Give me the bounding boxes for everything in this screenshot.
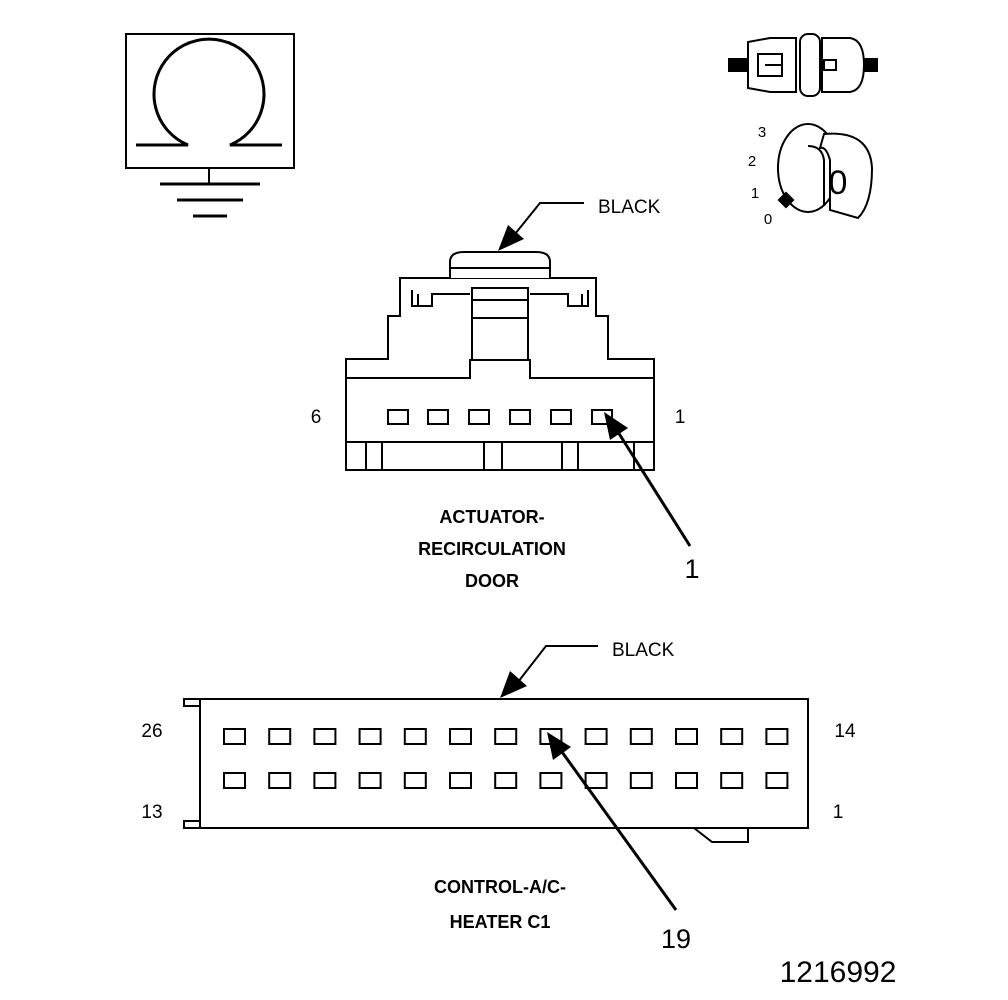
control-pin-1-label: 1: [833, 802, 844, 823]
ohmmeter-ground-icon: [125, 33, 295, 218]
control-pin: [403, 728, 427, 745]
control-pin: [675, 728, 698, 745]
figure-id: 1216992: [780, 956, 897, 989]
actuator-color-label: BLACK: [598, 197, 661, 218]
control-pin: [403, 772, 427, 789]
control-pin-14-label: 14: [834, 721, 856, 742]
control-pin: [268, 772, 292, 789]
actuator-name-line-3: DOOR: [465, 571, 519, 591]
control-pin: [268, 728, 292, 745]
control-pin: [629, 728, 653, 745]
actuator-pin: [550, 409, 572, 425]
control-pin: [629, 772, 653, 789]
control-pin: [358, 772, 382, 789]
control-callout: 19: [661, 924, 691, 954]
control-pin: [313, 728, 337, 745]
control-pin: [539, 772, 563, 789]
ignition-position-2: 2: [748, 153, 756, 170]
control-pin: [449, 728, 472, 745]
actuator-pin: [468, 409, 490, 425]
actuator-pin: [387, 409, 409, 425]
control-pin: [584, 728, 608, 745]
control-pin: [494, 728, 518, 745]
actuator-name-line-1: ACTUATOR-: [439, 507, 544, 527]
connector-disconnected-icon: [728, 33, 878, 97]
control-pin-13-label: 13: [141, 802, 162, 823]
control-pin: [449, 772, 472, 789]
control-pin: [223, 728, 246, 745]
control-pin-26-label: 26: [141, 721, 162, 742]
control-name-line-2: HEATER C1: [450, 912, 551, 932]
ignition-switch-off-icon: 3 2 1 0 0: [748, 123, 874, 228]
actuator-callout: 1: [684, 554, 699, 584]
control-connector: BLACK 26 14 13 1 19 CONTROL-A/C- HEATER …: [141, 640, 856, 954]
control-pin: [765, 772, 789, 789]
control-pin: [358, 728, 382, 745]
ignition-position-0: 0: [764, 211, 772, 228]
actuator-connector: BLACK 6 1: [311, 197, 700, 591]
ignition-position-1: 1: [751, 185, 759, 202]
control-pin: [223, 772, 246, 789]
control-pin: [675, 772, 698, 789]
control-color-label: BLACK: [612, 640, 675, 661]
actuator-pin: [427, 409, 449, 425]
control-pins-bottom: [223, 772, 789, 789]
control-pin: [584, 772, 608, 789]
actuator-pin-right-label: 1: [675, 407, 686, 428]
control-pin: [720, 772, 744, 789]
control-pin: [313, 772, 337, 789]
control-pin: [765, 728, 789, 745]
actuator-pins: [387, 409, 613, 425]
control-pin: [494, 772, 518, 789]
actuator-name-line-2: RECIRCULATION: [418, 539, 566, 559]
ignition-key-label: 0: [829, 164, 848, 202]
control-name-line-1: CONTROL-A/C-: [434, 877, 566, 897]
ignition-position-3: 3: [758, 124, 766, 141]
control-pin: [720, 728, 744, 745]
actuator-pin: [509, 409, 531, 425]
actuator-pin-left-label: 6: [311, 407, 322, 428]
